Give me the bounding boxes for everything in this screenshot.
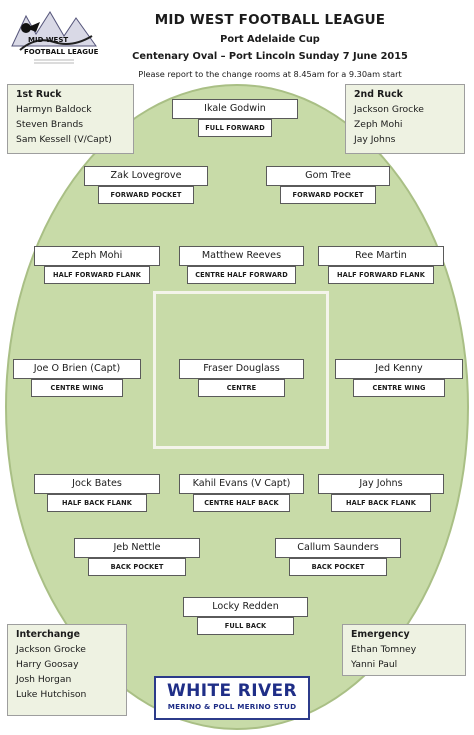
interchange-player: Harry Goosay [16,659,79,670]
logo-line2: FOOTBALL LEAGUE [24,48,99,56]
position-label: HALF BACK FLANK [47,494,147,512]
position-label: HALF FORWARD FLANK [328,266,434,284]
position-half-forward-flank-right: Ree Martin HALF FORWARD FLANK [318,246,444,284]
position-label: BACK POCKET [88,558,186,576]
position-centre: Fraser Douglass CENTRE [179,359,304,397]
position-label: CENTRE HALF FORWARD [187,266,296,284]
position-back-pocket-right: Callum Saunders BACK POCKET [275,538,401,576]
player-name: Locky Redden [183,597,308,617]
second-ruck-player: Jay Johns [354,134,396,145]
position-centre-wing-right: Jed Kenny CENTRE WING [335,359,463,397]
cup-name: Port Adelaide Cup [220,34,320,45]
centre-square [153,291,329,449]
position-label: BACK POCKET [289,558,387,576]
position-label: FULL FORWARD [198,119,272,137]
player-name: Gom Tree [266,166,390,186]
player-name: Callum Saunders [275,538,401,558]
first-ruck-box: 1st Ruck Harmyn Baldock Steven Brands Sa… [7,84,134,154]
player-name: Zeph Mohi [34,246,160,266]
logo-line1: MID WEST [28,36,69,44]
emergency-box: Emergency Ethan Tomney Yanni Paul [342,624,466,676]
player-name: Joe O Brien (Capt) [13,359,141,379]
emergency-player: Yanni Paul [351,659,398,670]
second-ruck-player: Jackson Grocke [354,104,424,115]
position-half-back-flank-right: Jay Johns HALF BACK FLANK [318,474,444,512]
position-centre-half-forward: Matthew Reeves CENTRE HALF FORWARD [179,246,304,284]
position-back-pocket-left: Jeb Nettle BACK POCKET [74,538,200,576]
league-logo: MID WEST FOOTBALL LEAGUE [6,6,102,70]
player-name: Jed Kenny [335,359,463,379]
player-name: Jock Bates [34,474,160,494]
position-label: CENTRE HALF BACK [193,494,290,512]
position-half-forward-flank-left: Zeph Mohi HALF FORWARD FLANK [34,246,160,284]
player-name: Jeb Nettle [74,538,200,558]
interchange-player: Josh Horgan [16,674,72,685]
player-name: Ree Martin [318,246,444,266]
position-forward-pocket-left: Zak Lovegrove FORWARD POCKET [84,166,208,204]
first-ruck-player: Steven Brands [16,119,84,130]
interchange-player: Luke Hutchison [16,689,87,700]
position-label: FORWARD POCKET [280,186,376,204]
interchange-title: Interchange [16,629,80,640]
position-full-forward: Ikale Godwin FULL FORWARD [172,99,298,137]
interchange-box: Interchange Jackson Grocke Harry Goosay … [7,624,127,716]
player-name: Matthew Reeves [179,246,304,266]
position-half-back-flank-left: Jock Bates HALF BACK FLANK [34,474,160,512]
position-full-back: Locky Redden FULL BACK [183,597,308,635]
position-forward-pocket-right: Gom Tree FORWARD POCKET [266,166,390,204]
position-centre-wing-left: Joe O Brien (Capt) CENTRE WING [13,359,141,397]
player-name: Ikale Godwin [172,99,298,119]
position-label: CENTRE WING [31,379,123,397]
second-ruck-title: 2nd Ruck [354,89,403,100]
player-name: Kahil Evans (V Capt) [179,474,304,494]
second-ruck-box: 2nd Ruck Jackson Grocke Zeph Mohi Jay Jo… [345,84,465,154]
position-label: HALF FORWARD FLANK [44,266,150,284]
sponsor-banner: WHITE RIVER MERINO & POLL MERINO STUD [154,676,310,720]
first-ruck-title: 1st Ruck [16,89,62,100]
emergency-player: Ethan Tomney [351,644,417,655]
league-title: MID WEST FOOTBALL LEAGUE [154,12,386,28]
position-label: CENTRE [198,379,285,397]
position-label: FULL BACK [197,617,294,635]
player-name: Zak Lovegrove [84,166,208,186]
first-ruck-player: Harmyn Baldock [16,104,92,115]
sponsor-tagline: MERINO & POLL MERINO STUD [167,702,297,711]
position-label: FORWARD POCKET [98,186,194,204]
position-label: CENTRE WING [353,379,445,397]
emergency-title: Emergency [351,629,410,640]
venue-date: Centenary Oval – Port Lincoln Sunday 7 J… [132,51,408,62]
player-name: Jay Johns [318,474,444,494]
second-ruck-player: Zeph Mohi [354,119,403,130]
first-ruck-player: Sam Kessell (V/Capt) [16,134,112,145]
player-name: Fraser Douglass [179,359,304,379]
interchange-player: Jackson Grocke [16,644,86,655]
position-label: HALF BACK FLANK [331,494,431,512]
sponsor-name: WHITE RIVER [166,681,298,701]
report-note: Please report to the change rooms at 8.4… [138,69,402,79]
position-centre-half-back: Kahil Evans (V Capt) CENTRE HALF BACK [179,474,304,512]
